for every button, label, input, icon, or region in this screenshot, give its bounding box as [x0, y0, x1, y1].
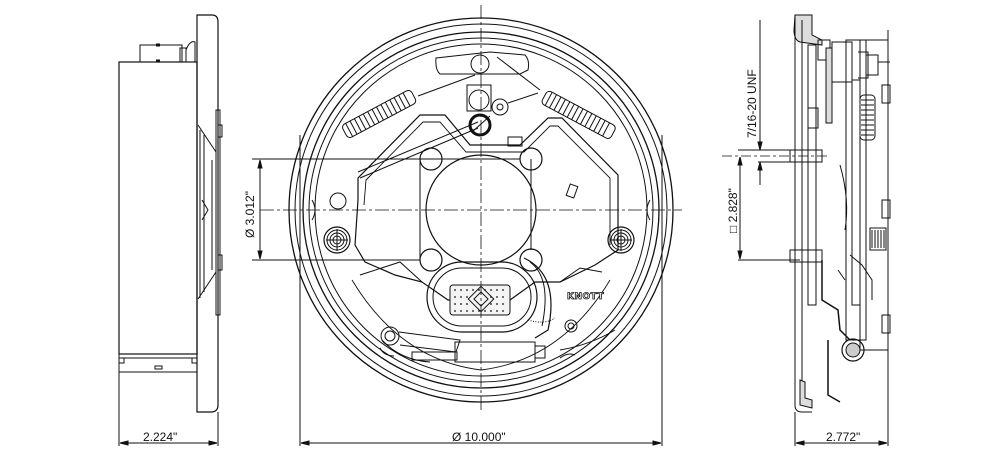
section-spring	[859, 94, 876, 141]
right-width-dimension	[795, 440, 888, 446]
brand-logo: KNOTT	[567, 292, 605, 303]
right-width-label: 2.772"	[826, 430, 861, 444]
thread-spec-dimension	[738, 20, 822, 185]
center-lines	[260, 5, 682, 412]
thread-spec-label: 7/16-20 UNF	[745, 69, 759, 138]
left-width-label: 2.224"	[143, 430, 178, 444]
right-anchor-bolt	[607, 226, 635, 254]
bolt-circle-dimension	[252, 158, 532, 261]
left-spring	[342, 89, 417, 138]
left-width-dimension	[119, 440, 218, 446]
bolt-circle-label: Ø 3.012"	[243, 191, 257, 238]
left-side-view	[118, 14, 223, 446]
left-anchor-bolt	[323, 226, 351, 254]
right-side-view	[789, 14, 891, 446]
right-spring	[541, 90, 616, 139]
outer-diameter-label: Ø 10.000"	[452, 430, 506, 444]
magnet-assembly	[426, 261, 538, 333]
bolt-square-label: □ 2.828"	[726, 188, 740, 233]
bolt-square-dimension	[722, 155, 830, 261]
outer-diameter-dimension	[300, 440, 662, 446]
